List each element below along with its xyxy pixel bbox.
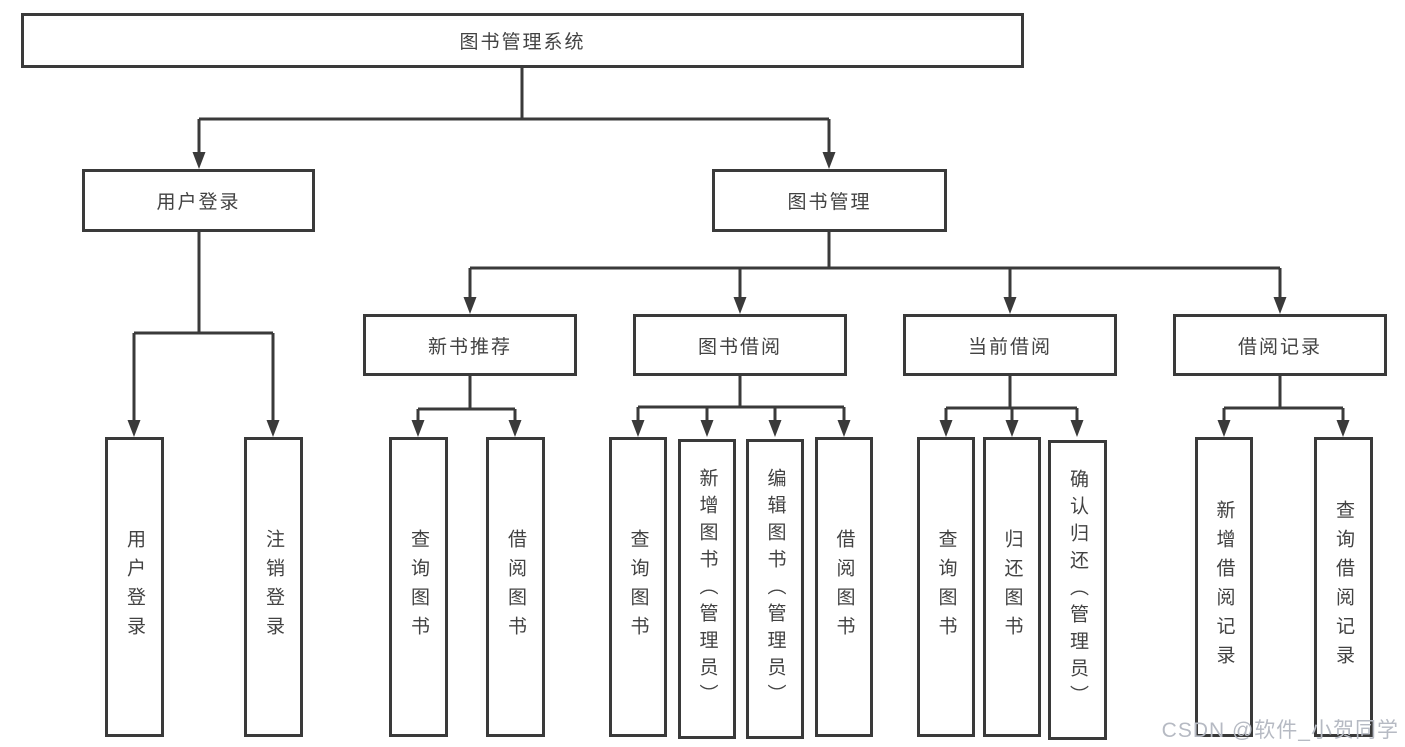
leaf-user-login: 用户登录 [105, 437, 164, 737]
leaf-query-borrow-record: 查询借阅记录 [1314, 437, 1373, 737]
node-book-borrow: 图书借阅 [633, 314, 847, 376]
leaf-return-books: 归还图书 [983, 437, 1041, 737]
leaf-logout-login: 注销登录 [244, 437, 303, 737]
leaf-confirm-return-admin: 确认归还（管理员） [1048, 440, 1107, 740]
node-user-login: 用户登录 [82, 169, 315, 232]
node-new-book-recommend: 新书推荐 [363, 314, 577, 376]
leaf-query-books-borrow: 查询图书 [609, 437, 667, 737]
leaf-query-books-current: 查询图书 [917, 437, 975, 737]
leaf-borrow-books: 借阅图书 [815, 437, 873, 737]
node-current-borrow: 当前借阅 [903, 314, 1117, 376]
watermark: CSDN @软件_小贺同学 [1161, 719, 1399, 742]
leaf-edit-books-admin: 编辑图书（管理员） [746, 439, 804, 739]
node-book-management: 图书管理 [712, 169, 947, 232]
node-root: 图书管理系统 [21, 13, 1024, 68]
leaf-add-books-admin: 新增图书（管理员） [678, 439, 736, 739]
leaf-add-borrow-record: 新增借阅记录 [1195, 437, 1253, 737]
node-borrow-records: 借阅记录 [1173, 314, 1387, 376]
leaf-borrow-books-recommend: 借阅图书 [486, 437, 545, 737]
leaf-query-books-recommend: 查询图书 [389, 437, 448, 737]
